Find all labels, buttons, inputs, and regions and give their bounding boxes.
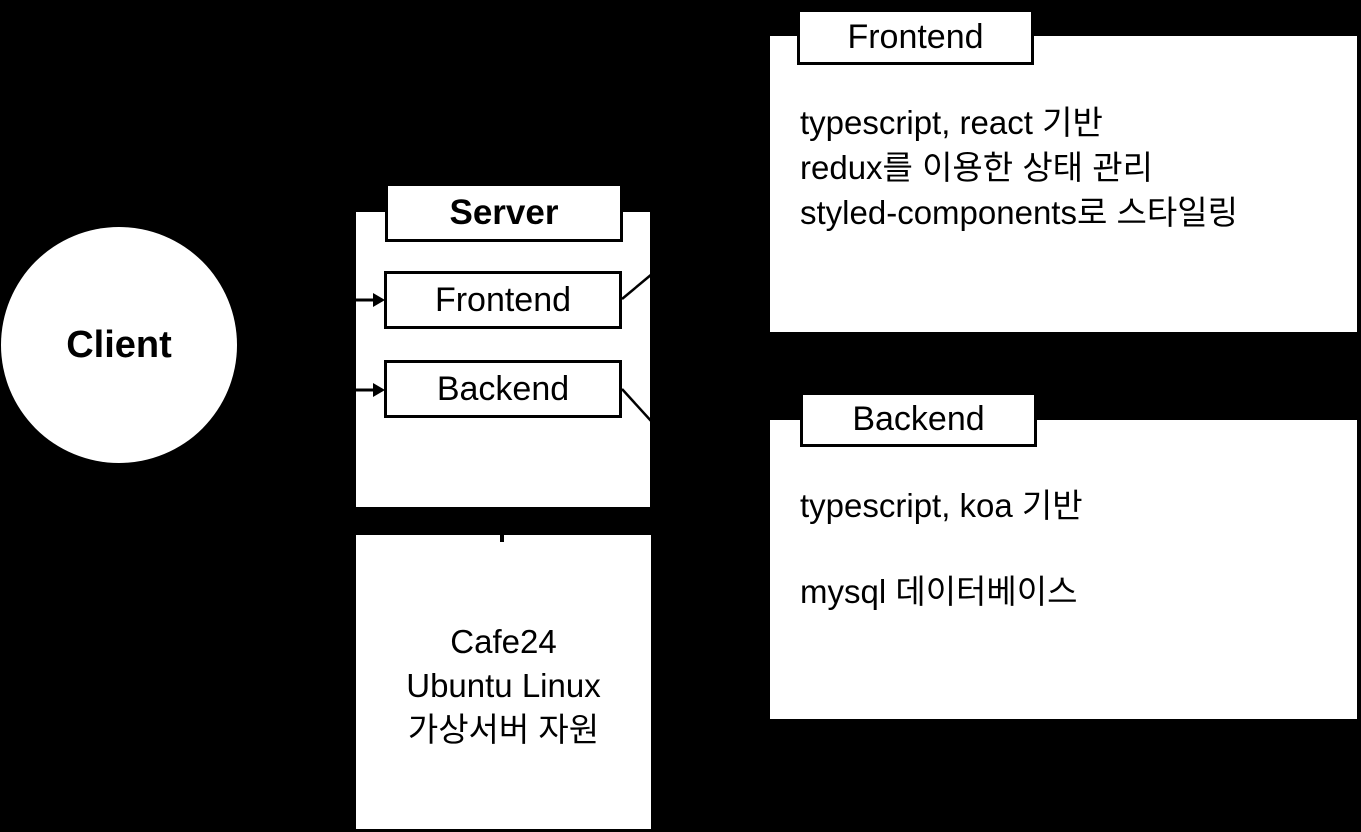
client-label: Client bbox=[66, 323, 172, 366]
frontend-detail-line: typescript, react 기반 bbox=[800, 103, 1103, 141]
client-node: Client bbox=[1, 227, 237, 463]
frontend-detail-title-label: Frontend bbox=[847, 17, 984, 56]
arrow-client-to-backend bbox=[356, 383, 385, 397]
server-frontend-box: Frontend bbox=[384, 271, 622, 329]
backend-detail-line: typescript, koa 기반 bbox=[800, 486, 1083, 524]
hosting-box bbox=[356, 535, 651, 829]
frontend-detail-line: redux를 이용한 상태 관리 bbox=[800, 148, 1153, 186]
backend-detail-title-box: Backend bbox=[800, 392, 1037, 447]
hosting-line: Ubuntu Linux bbox=[406, 667, 601, 704]
frontend-detail-text: typescript, react 기반 redux를 이용한 상태 관리 st… bbox=[800, 97, 1238, 232]
hosting-line: Cafe24 bbox=[450, 623, 557, 660]
server-title-box: Server bbox=[385, 183, 623, 242]
frontend-detail-box bbox=[770, 36, 1357, 332]
server-frontend-label: Frontend bbox=[434, 280, 572, 319]
server-backend-label: Backend bbox=[436, 369, 570, 408]
backend-detail-title-label: Backend bbox=[852, 400, 985, 438]
hosting-text: Cafe24 Ubuntu Linux 가상서버 자원 bbox=[356, 620, 651, 752]
server-backend-box: Backend bbox=[384, 360, 622, 418]
backend-detail-line: mysql 데이터베이스 bbox=[800, 572, 1078, 610]
frontend-detail-title-box: Frontend bbox=[797, 9, 1034, 65]
connector-frontend-detail-line bbox=[621, 273, 653, 300]
arrow-client-to-frontend bbox=[356, 293, 385, 307]
server-container bbox=[356, 212, 650, 507]
hosting-connector-tick bbox=[500, 531, 504, 542]
hosting-line: 가상서버 자원 bbox=[407, 711, 600, 748]
connector-backend-detail-line bbox=[621, 388, 653, 423]
frontend-detail-line: styled-components로 스타일링 bbox=[800, 193, 1238, 231]
backend-detail-box bbox=[770, 420, 1357, 719]
server-title-label: Server bbox=[449, 192, 559, 232]
backend-detail-text: typescript, koa 기반 mysql 데이터베이스 bbox=[800, 481, 1083, 610]
